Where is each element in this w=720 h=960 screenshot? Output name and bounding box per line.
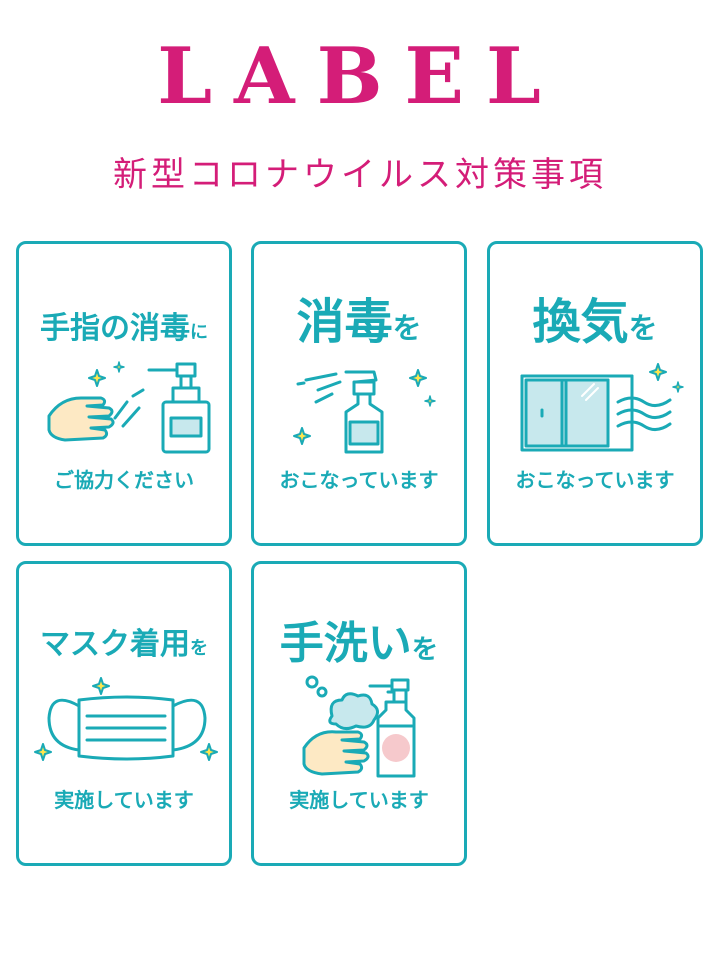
card-title-particle: を — [392, 311, 422, 345]
open-window-icon — [520, 363, 684, 452]
card-title-particle: を — [190, 638, 208, 659]
card-title: 消毒を — [254, 298, 464, 346]
card-disinfection: 消毒を おこなっています — [251, 241, 467, 546]
card-title: 手指の消毒に — [19, 314, 229, 344]
card-title-main: マスク着用 — [40, 627, 190, 662]
card-caption: 実施しています — [289, 788, 429, 812]
brand-logo: LABEL — [157, 31, 563, 122]
card-title-main: 消毒 — [296, 294, 393, 350]
handwash-soap-icon — [302, 675, 416, 778]
card-caption: ご協力ください — [54, 468, 194, 492]
page-subtitle: 新型コロナウイルス対策事項 — [113, 155, 607, 195]
card-hand-sanitizing: 手指の消毒に ご協力ください — [16, 241, 232, 546]
card-caption: おこなっています — [279, 468, 439, 492]
card-title: 手洗いを — [254, 622, 464, 666]
card-title-particle: に — [190, 322, 208, 343]
face-mask-icon — [34, 677, 218, 761]
card-title-particle: を — [628, 311, 658, 345]
card-title: マスク着用を — [19, 630, 229, 660]
hand-sanitizer-icon — [47, 361, 211, 454]
card-ventilation: 換気を おこなっています — [487, 241, 703, 546]
card-mask-wearing: マスク着用を 実施しています — [16, 561, 232, 866]
card-caption: 実施しています — [54, 788, 194, 812]
spray-bottle-icon — [293, 369, 436, 454]
card-title-main: 換気 — [532, 294, 629, 350]
card-title-main: 手指の消毒 — [40, 311, 190, 346]
card-hand-washing: 手洗いを 実施しています — [251, 561, 467, 866]
card-title-particle: を — [411, 634, 439, 665]
card-title-main: 手洗い — [279, 618, 412, 669]
card-title: 換気を — [490, 298, 700, 346]
card-caption: おこなっています — [515, 468, 675, 492]
